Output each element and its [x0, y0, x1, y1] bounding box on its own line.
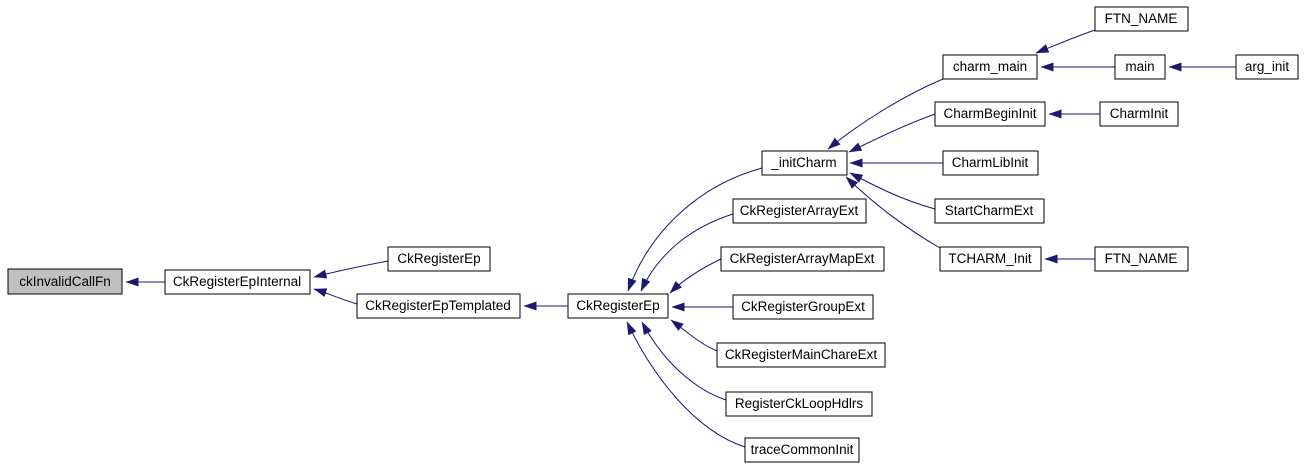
edge-ckregisterarraymapext-to-ckregisterep-main: [669, 258, 722, 294]
edge-charm-main-to-initcharm: [827, 78, 944, 150]
node-label: CharmLibInit: [952, 155, 1029, 170]
edge-ftn-name-top-to-charm-main: [1035, 29, 1096, 54]
node-label: CharmInit: [1110, 106, 1169, 121]
node-label: CkRegisterEpInternal: [173, 274, 301, 289]
node-ckregistermainchareext[interactable]: CkRegisterMainChareExt: [716, 342, 886, 368]
edge-tracecommoninit-to-ckregisterep-main: [626, 321, 746, 448]
edge-ckregistereptemplated-to-ckregisterepinternal: [313, 288, 358, 305]
node-charmbegininit[interactable]: CharmBeginInit: [934, 101, 1046, 127]
node-ckregistereptemplated[interactable]: CkRegisterEpTemplated: [356, 293, 521, 319]
edge-ckregisterep-upper-to-ckregisterepinternal: [313, 260, 389, 279]
node-ckregisterarrayext[interactable]: CkRegisterArrayExt: [732, 198, 867, 224]
node-label: main: [1125, 59, 1154, 74]
node-tcharm-init[interactable]: TCHARM_Init: [939, 246, 1042, 272]
node-label: arg_init: [1245, 59, 1290, 74]
node-label: FTN_NAME: [1105, 11, 1178, 26]
node-registerckloophdlrs[interactable]: RegisterCkLoopHdlrs: [725, 391, 873, 417]
node-charminit[interactable]: CharmInit: [1099, 101, 1179, 127]
edge-charmbegininit-to-initcharm: [848, 113, 936, 153]
node-label: traceCommonInit: [751, 442, 854, 457]
node-label: CkRegisterMainChareExt: [725, 347, 878, 362]
node-label: CharmBeginInit: [943, 106, 1036, 121]
node-label: CkRegisterGroupExt: [741, 299, 865, 314]
node-label: TCHARM_Init: [948, 251, 1032, 266]
node-charmlibinit[interactable]: CharmLibInit: [942, 150, 1039, 176]
node-label: CkRegisterEp: [397, 251, 480, 266]
node-ckregisterarraymapext[interactable]: CkRegisterArrayMapExt: [720, 246, 885, 272]
node-tracecommoninit[interactable]: traceCommonInit: [744, 437, 860, 463]
node-label: CkRegisterEpTemplated: [365, 298, 511, 313]
node-startcharmext[interactable]: StartCharmExt: [934, 198, 1045, 224]
node-label: CkRegisterArrayExt: [740, 203, 859, 218]
node-initcharm[interactable]: _initCharm: [761, 150, 848, 176]
node-label: _initCharm: [770, 155, 836, 170]
node-ftn-name-top[interactable]: FTN_NAME: [1094, 6, 1189, 32]
node-ckinvalidcallfn[interactable]: ckInvalidCallFn: [7, 268, 123, 295]
node-label: CkRegisterArrayMapExt: [730, 251, 875, 266]
node-label: charm_main: [953, 59, 1027, 74]
node-arg-init[interactable]: arg_init: [1235, 54, 1299, 80]
node-main[interactable]: main: [1114, 54, 1166, 80]
node-label: FTN_NAME: [1105, 251, 1178, 266]
node-ckregisterep-main[interactable]: CkRegisterEp: [567, 293, 669, 319]
edge-initcharm-to-ckregisterep-main: [627, 167, 763, 292]
edge-ckregistermainchareext-to-ckregisterep-main: [670, 319, 718, 352]
node-label: CkRegisterEp: [576, 298, 659, 313]
node-ckregisterep-upper[interactable]: CkRegisterEp: [387, 246, 491, 272]
node-label: ckInvalidCallFn: [19, 274, 111, 289]
edge-tcharm-init-to-initcharm: [845, 176, 941, 249]
node-label: StartCharmExt: [945, 203, 1034, 218]
edge-registerckloophdlrs-to-ckregisterep-main: [641, 321, 727, 401]
edge-ckregisterarrayext-to-ckregisterep-main: [640, 213, 734, 292]
node-label: RegisterCkLoopHdlrs: [735, 396, 864, 411]
node-charm-main[interactable]: charm_main: [942, 54, 1038, 80]
node-ftn-name-bottom[interactable]: FTN_NAME: [1094, 246, 1189, 272]
node-ckregisterepinternal[interactable]: CkRegisterEpInternal: [164, 269, 311, 295]
node-ckregistergroupext[interactable]: CkRegisterGroupExt: [732, 294, 874, 320]
